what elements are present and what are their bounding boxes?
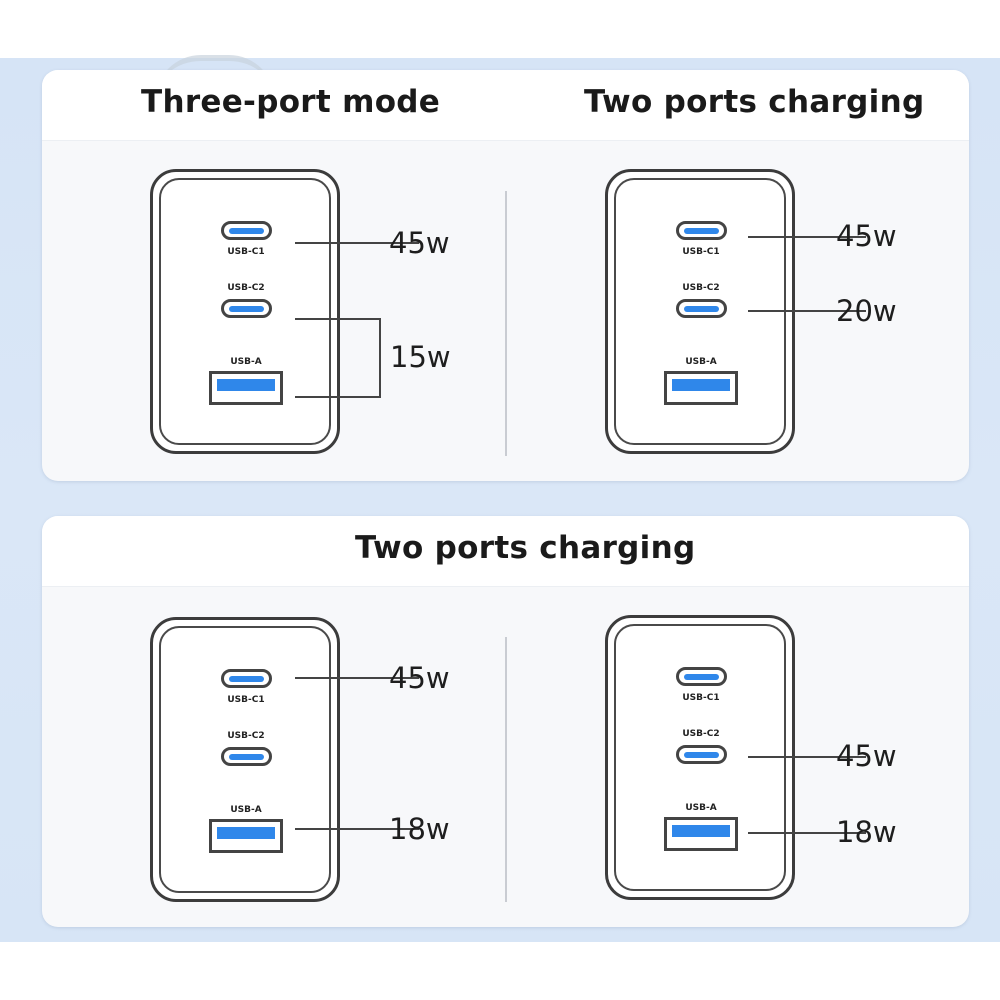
a-output-line bbox=[295, 828, 419, 830]
charger-face bbox=[159, 626, 331, 893]
c1-output-line bbox=[748, 236, 866, 238]
usb-c1-port bbox=[221, 221, 272, 240]
usb-c2-label: USB-C2 bbox=[227, 731, 265, 741]
usb-c2-port-slot bbox=[684, 306, 719, 312]
usb-c1-port-slot bbox=[684, 674, 719, 680]
panel-divider bbox=[505, 191, 507, 456]
usb-c2-port-slot bbox=[229, 306, 264, 312]
c1-output-line bbox=[295, 677, 419, 679]
charger-face bbox=[159, 178, 331, 445]
usb-a-label: USB-A bbox=[230, 357, 262, 367]
top-card: Three-port mode Two ports charging USB-C… bbox=[42, 70, 969, 481]
usb-c2-port-slot bbox=[229, 754, 264, 760]
usb-c2-label: USB-C2 bbox=[682, 283, 720, 293]
bottom-card-header: Two ports charging bbox=[42, 516, 969, 587]
usb-c2-port bbox=[221, 747, 272, 766]
bottom-card: Two ports charging USB-C1 USB-C2 USB-A 4… bbox=[42, 516, 969, 927]
c1-watt-label: 45w bbox=[836, 219, 897, 253]
usb-a-port-slot bbox=[217, 827, 275, 839]
usb-a-port-slot bbox=[672, 379, 730, 391]
usb-c2-port bbox=[221, 299, 272, 318]
c2-output-line bbox=[748, 756, 866, 758]
top-card-header: Three-port mode Two ports charging bbox=[42, 70, 969, 141]
charger-two-port-c1-a: USB-C1 USB-C2 USB-A bbox=[150, 617, 340, 902]
usb-c1-port bbox=[676, 221, 727, 240]
panel-divider bbox=[505, 637, 507, 902]
c1-output-line bbox=[295, 242, 419, 244]
usb-c2-label: USB-C2 bbox=[682, 729, 720, 739]
usb-a-label: USB-A bbox=[685, 357, 717, 367]
two-ports-charging-title: Two ports charging bbox=[584, 84, 925, 120]
two-ports-charging-title: Two ports charging bbox=[355, 530, 696, 566]
usb-a-label: USB-A bbox=[685, 803, 717, 813]
usb-a-port bbox=[209, 371, 283, 405]
usb-a-port bbox=[209, 819, 283, 853]
usb-c1-port bbox=[221, 669, 272, 688]
usb-a-port bbox=[664, 371, 738, 405]
usb-a-port-slot bbox=[672, 825, 730, 837]
c2-watt-label: 20w bbox=[836, 294, 897, 328]
a-watt-label: 18w bbox=[836, 815, 897, 849]
charger-three-port: USB-C1 USB-C2 USB-A bbox=[150, 169, 340, 454]
shared-watt-label: 15w bbox=[390, 340, 451, 374]
usb-c2-port bbox=[676, 299, 727, 318]
usb-c1-label: USB-C1 bbox=[227, 695, 265, 705]
background-cable-decoration bbox=[155, 55, 275, 101]
c1-watt-label: 45w bbox=[389, 661, 450, 695]
usb-a-label: USB-A bbox=[230, 805, 262, 815]
a-watt-label: 18w bbox=[389, 812, 450, 846]
a-output-line bbox=[748, 832, 866, 834]
usb-c1-label: USB-C1 bbox=[682, 693, 720, 703]
shared-output-bracket bbox=[295, 318, 381, 398]
usb-c1-port-slot bbox=[684, 228, 719, 234]
usb-c2-port-slot bbox=[684, 752, 719, 758]
usb-c1-label: USB-C1 bbox=[682, 247, 720, 257]
c2-watt-label: 45w bbox=[836, 739, 897, 773]
usb-c1-port bbox=[676, 667, 727, 686]
usb-a-port bbox=[664, 817, 738, 851]
c2-output-line bbox=[748, 310, 866, 312]
usb-c1-port-slot bbox=[229, 676, 264, 682]
usb-c1-label: USB-C1 bbox=[227, 247, 265, 257]
three-port-mode-title: Three-port mode bbox=[141, 84, 441, 120]
usb-c1-port-slot bbox=[229, 228, 264, 234]
usb-c2-label: USB-C2 bbox=[227, 283, 265, 293]
c1-watt-label: 45w bbox=[389, 226, 450, 260]
usb-a-port-slot bbox=[217, 379, 275, 391]
usb-c2-port bbox=[676, 745, 727, 764]
charger-two-port-c1-c2: USB-C1 USB-C2 USB-A bbox=[605, 169, 795, 454]
